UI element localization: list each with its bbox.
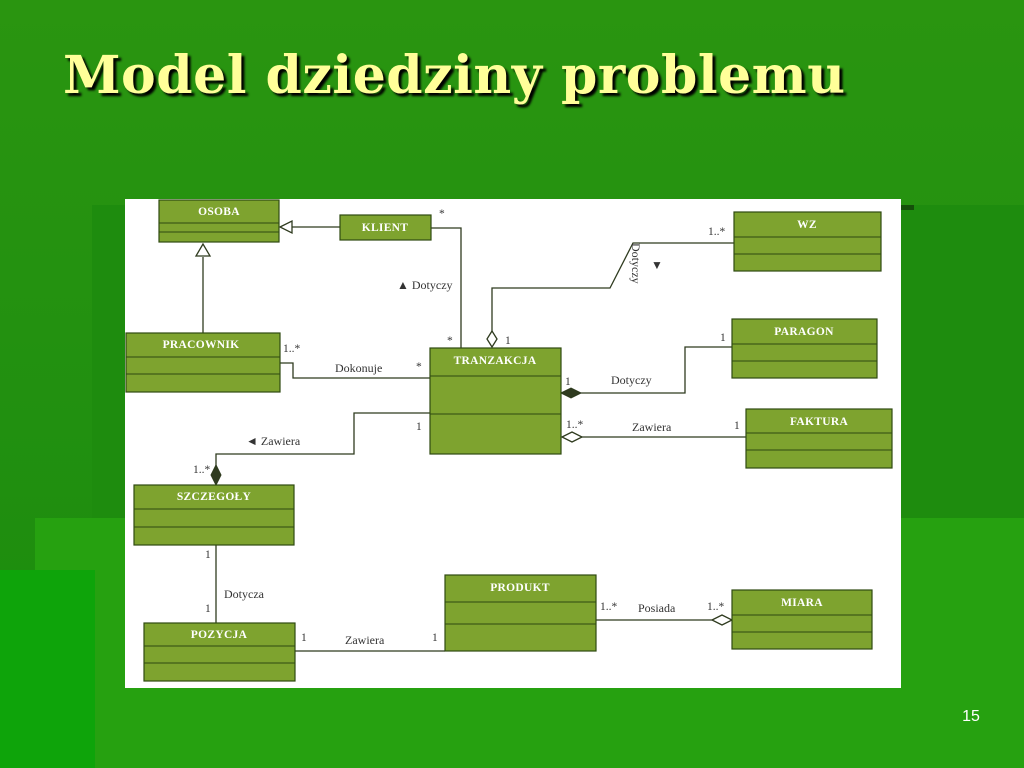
entity-miara: MIARA bbox=[731, 589, 873, 650]
multiplicity: 1..* bbox=[707, 601, 725, 613]
multiplicity: 1 bbox=[432, 632, 438, 644]
multiplicity: * bbox=[447, 335, 453, 347]
multiplicity: 1..* bbox=[283, 343, 301, 355]
entity-name: WZ bbox=[797, 219, 817, 231]
entity-pracownik: PRACOWNIK bbox=[125, 332, 281, 393]
aggregation-diamond bbox=[486, 329, 498, 349]
assoc-klient-tranzakcja bbox=[431, 227, 462, 348]
composition-diamond bbox=[210, 463, 222, 487]
entity-name: SZCZEGOŁY bbox=[177, 491, 252, 503]
generalization-arrowhead bbox=[194, 242, 212, 257]
association-label: Zawiera bbox=[345, 633, 385, 647]
association-label: ▲ Dotyczy bbox=[397, 278, 453, 292]
direction-arrow: ▼ bbox=[651, 258, 663, 272]
entity-osoba: OSOBA bbox=[158, 199, 280, 243]
multiplicity: 1 bbox=[205, 603, 211, 615]
entity-name: PARAGON bbox=[774, 326, 834, 338]
generalization-arrowhead bbox=[278, 219, 293, 235]
entity-name: TRANZAKCJA bbox=[454, 355, 537, 367]
assoc-pracownik-tranzakcja bbox=[280, 362, 430, 379]
slide-number: 15 bbox=[962, 708, 980, 725]
multiplicity: * bbox=[416, 361, 422, 373]
entity-name: OSOBA bbox=[198, 206, 240, 218]
multiplicity: 1 bbox=[734, 420, 740, 432]
multiplicity: 1..* bbox=[193, 464, 211, 476]
multiplicity: 1 bbox=[505, 335, 511, 347]
association-label: Dotyczy bbox=[629, 243, 643, 284]
aggregation-diamond bbox=[560, 431, 584, 443]
assoc-tranzakcja-paragon bbox=[580, 346, 732, 394]
assoc-tranzakcja-wz bbox=[491, 242, 734, 332]
multiplicity: 1 bbox=[205, 549, 211, 561]
uml-class-diagram: OSOBA KLIENT WZ PRACOWNIK bbox=[125, 199, 901, 688]
association-label: Dokonuje bbox=[335, 361, 382, 375]
multiplicity: 1..* bbox=[708, 226, 726, 238]
entity-klient: KLIENT bbox=[339, 214, 432, 241]
entity-name: PRODUKT bbox=[490, 582, 550, 594]
entity-name: KLIENT bbox=[362, 222, 409, 234]
entity-faktura: FAKTURA bbox=[745, 408, 893, 469]
multiplicity: 1..* bbox=[566, 419, 584, 431]
multiplicity: 1 bbox=[416, 421, 422, 433]
multiplicity: 1..* bbox=[600, 601, 618, 613]
entity-name: PRACOWNIK bbox=[163, 339, 240, 351]
multiplicity: 1 bbox=[565, 376, 571, 388]
entity-name: MIARA bbox=[781, 597, 823, 609]
multiplicity: 1 bbox=[301, 632, 307, 644]
entity-name: POZYCJA bbox=[191, 629, 248, 641]
background-band bbox=[900, 205, 914, 210]
entity-tranzakcja: TRANZAKCJA bbox=[429, 347, 562, 455]
association-label: ◄ Zawiera bbox=[246, 434, 301, 448]
multiplicity: * bbox=[439, 208, 445, 220]
entity-wz: WZ bbox=[733, 211, 882, 272]
aggregation-diamond bbox=[710, 614, 734, 626]
association-label: Zawiera bbox=[632, 420, 672, 434]
association-label: Dotycza bbox=[224, 587, 265, 601]
composition-diamond bbox=[559, 387, 583, 399]
entity-szczegoly: SZCZEGOŁY bbox=[133, 484, 295, 546]
entity-paragon: PARAGON bbox=[731, 318, 878, 379]
assoc-tranzakcja-szczegoly bbox=[215, 412, 430, 467]
entity-name: FAKTURA bbox=[790, 416, 849, 428]
association-label: Posiada bbox=[638, 601, 676, 615]
association-label: Dotyczy bbox=[611, 373, 652, 387]
entity-produkt: PRODUKT bbox=[444, 574, 597, 652]
background-band bbox=[0, 570, 95, 768]
entity-pozycja: POZYCJA bbox=[143, 622, 296, 682]
multiplicity: 1 bbox=[720, 332, 726, 344]
slide-title: Model dziedziny problemu bbox=[63, 45, 846, 106]
